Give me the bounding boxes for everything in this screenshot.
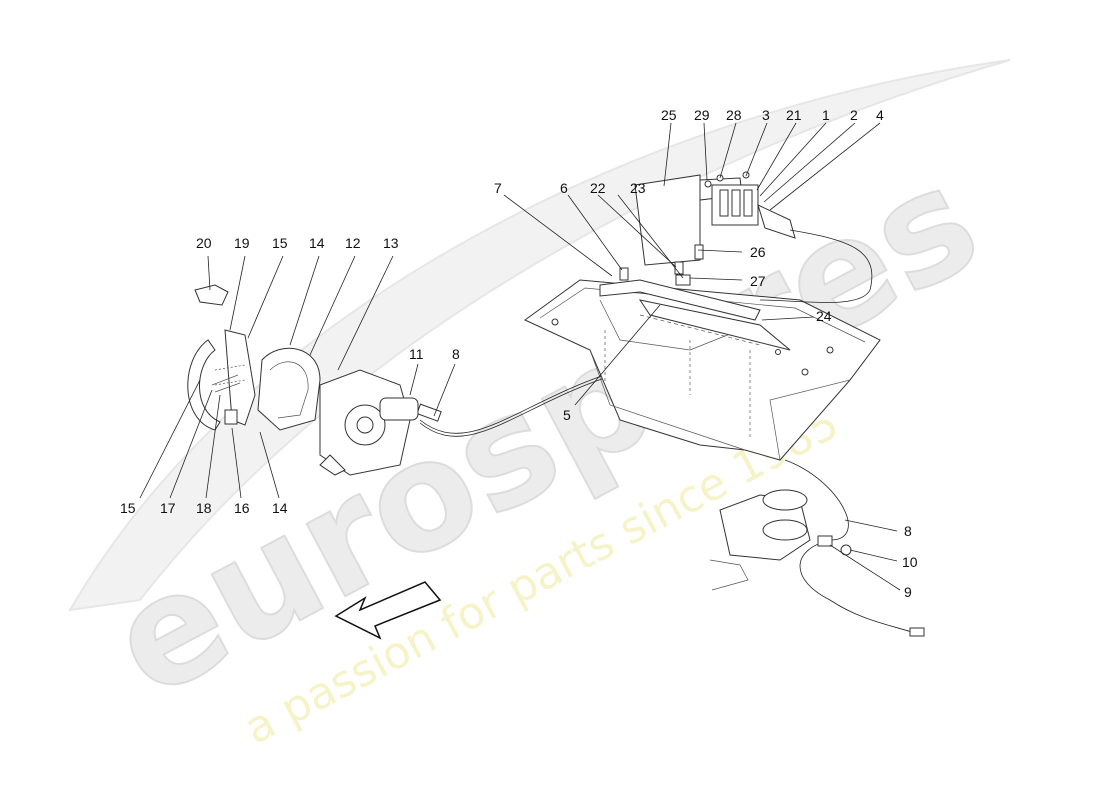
callout-12: 12 <box>345 235 361 251</box>
direction-arrow <box>334 581 442 640</box>
brake-backplate <box>257 347 321 431</box>
leader-lines <box>139 122 901 591</box>
callout-8-bottom: 8 <box>904 523 912 539</box>
rear-mount <box>709 459 925 637</box>
wheel-hub-assembly <box>319 369 419 476</box>
callout-18: 18 <box>196 500 212 516</box>
callout-11: 11 <box>409 346 424 362</box>
callout-22: 22 <box>590 180 606 196</box>
callout-10: 10 <box>902 554 918 570</box>
callout-14-top: 14 <box>309 235 325 251</box>
callout-28: 28 <box>726 107 742 123</box>
callout-8-top: 8 <box>452 346 460 362</box>
callout-7: 7 <box>494 180 502 196</box>
callout-26: 26 <box>750 244 766 260</box>
callout-5: 5 <box>563 407 571 423</box>
callout-3: 3 <box>762 107 770 123</box>
callout-23: 23 <box>630 180 646 196</box>
callout-13: 13 <box>383 235 399 251</box>
callout-15-bottom: 15 <box>120 500 136 516</box>
callout-labels: 25 29 28 3 21 1 2 4 7 6 22 23 26 27 24 5… <box>120 107 918 600</box>
brake-shoes <box>187 329 256 431</box>
callout-19: 19 <box>234 235 250 251</box>
watermark: eurospares a passion for parts since 198… <box>68 59 1011 755</box>
handbrake-actuator <box>634 171 873 303</box>
callout-24: 24 <box>816 308 832 324</box>
equaliser-bracket <box>599 244 791 351</box>
callout-9: 9 <box>904 584 912 600</box>
callout-21: 21 <box>786 107 802 123</box>
shoe-clip <box>194 284 229 306</box>
handbrake-cable <box>416 369 621 437</box>
callout-25: 25 <box>661 107 677 123</box>
adjuster-springs <box>211 374 241 425</box>
callout-20: 20 <box>196 235 212 251</box>
callout-27: 27 <box>750 273 766 289</box>
callout-17: 17 <box>160 500 176 516</box>
callout-1: 1 <box>822 107 830 123</box>
callout-15-top: 15 <box>272 235 288 251</box>
callout-4: 4 <box>876 107 884 123</box>
callout-29: 29 <box>694 107 710 123</box>
callout-16: 16 <box>234 500 250 516</box>
callout-14-bottom: 14 <box>272 500 288 516</box>
callout-2: 2 <box>850 107 858 123</box>
subframe <box>524 279 881 461</box>
callout-6: 6 <box>560 180 568 196</box>
